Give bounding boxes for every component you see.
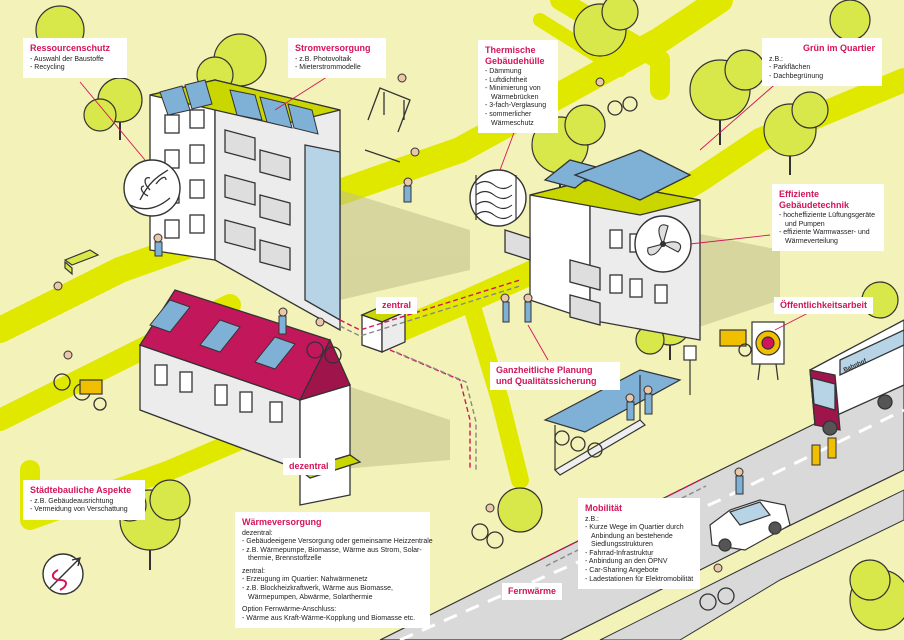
benches: [63, 249, 100, 276]
label-item: - sommerlicher: [485, 110, 532, 118]
label-fernwaerme: Fernwärme: [502, 583, 563, 600]
label-item: - Parkflächen: [769, 64, 811, 72]
leader-lines: [79, 74, 811, 361]
sidewalk: [599, 489, 904, 640]
label-item: - Ladestationen für Elektromobilität: [585, 575, 694, 583]
label-mobilitaet: Mobilität z.B.: - Kurze Wege im Quartier…: [578, 498, 700, 590]
label-item: - Wärme aus Kraft-Wärme-Kopplung und Bio…: [242, 614, 416, 622]
label-item: - Fahrrad-Infrastruktur: [585, 549, 654, 557]
label-subhead: dezentral:: [242, 529, 273, 537]
label-item: thermie, Brennstoffzelle: [248, 555, 322, 563]
label-item: - Erzeugung im Quartier: Nahwärmenetz: [242, 576, 368, 584]
bus-stop-sign: [683, 345, 697, 395]
label-thermische-title-2: Gebäudehülle: [485, 55, 545, 66]
row-houses: [139, 289, 362, 506]
label-ganzheitliche-title-2: und Qualitätssicherung: [496, 376, 597, 386]
label-intro: z.B.:: [585, 515, 600, 523]
label-item: Anbindung an bestehende: [591, 532, 673, 540]
label-zentral: zentral: [376, 297, 418, 314]
label-item: - Vermeidung von Verschattung: [30, 506, 128, 514]
people: [53, 73, 744, 573]
label-item: - z.B. Photovoltaik: [295, 55, 352, 63]
car: [709, 499, 791, 552]
label-item: - 3-fach-Verglasung: [485, 102, 547, 110]
label-effiziente-gebaeudetechnik: Effiziente Gebäudetechnik - hocheffizien…: [772, 184, 884, 252]
cargo-bike: [79, 379, 107, 411]
playground: [364, 87, 411, 163]
label-item: Wärmebrücken: [491, 93, 539, 101]
detail-circle-insulation: [469, 169, 527, 227]
label-item: - Anbindung an den ÖPNV: [585, 558, 668, 566]
label-staedtebau-title: Städtebauliche Aspekte: [30, 485, 132, 495]
trees: [35, 0, 904, 631]
label-item: - Mieterstrommodelle: [295, 64, 361, 72]
cyclists: [53, 96, 735, 611]
label-subhead: Option Fernwärme-Anschluss:: [242, 606, 337, 614]
label-stromversorgung-title: Stromversorgung: [295, 43, 371, 53]
label-ganzheitliche-title-1: Ganzheitliche Planung: [496, 365, 593, 375]
people-bodies: [154, 185, 744, 495]
label-item: und Pumpen: [785, 220, 825, 228]
label-item: Wärmeverteilung: [785, 237, 838, 245]
label-ressourcenschutz: Ressourcenschutz - Auswahl der Baustoffe…: [23, 38, 127, 78]
label-item: - hocheffiziente Lüftungsgeräte: [779, 212, 875, 219]
label-waermeversorgung: Wärmeversorgung dezentral: - Gebäudeeige…: [235, 512, 433, 629]
label-gruen-im-quartier: Grün im Quartier z.B.: - Parkflächen - D…: [762, 38, 882, 87]
label-waerme-title: Wärmeversorgung: [242, 517, 322, 527]
solar-panels-row: [149, 299, 296, 370]
label-intro: z.B.:: [769, 55, 784, 63]
label-item: - effiziente Warmwasser- und: [779, 229, 870, 237]
label-item: - Kurze Wege im Quartier durch: [585, 524, 684, 532]
label-effiziente-title-1: Effiziente: [779, 189, 820, 199]
label-item: Wärmepumpen, Abwärme, Solarthermie: [248, 593, 373, 601]
label-thermische-title-1: Thermische: [485, 45, 536, 55]
label-subhead: zentral:: [242, 567, 265, 575]
label-stromversorgung: Stromversorgung - z.B. Photovoltaik - Mi…: [288, 38, 386, 78]
building-shadows: [330, 190, 780, 470]
cargo-bike-right: [719, 329, 752, 357]
label-gruen-title: Grün im Quartier: [802, 43, 875, 53]
label-mobilitaet-title: Mobilität: [585, 503, 622, 513]
label-item: - z.B. Wärmepumpe, Biomasse, Wärme aus S…: [242, 546, 422, 554]
label-item: - z.B. Blockheizkraftwerk, Wärme aus Bio…: [242, 585, 393, 593]
label-dezentral: dezentral: [283, 458, 335, 475]
label-item: - Minimierung von: [485, 85, 541, 93]
detail-circle-fan: [634, 215, 692, 273]
label-item: - Auswahl der Baustoffe: [30, 55, 104, 63]
bike-shelter: [543, 369, 682, 476]
bus: [809, 319, 904, 436]
compass: [42, 553, 84, 595]
label-item: - Dachbegrünung: [769, 72, 824, 80]
label-item: - Car-Sharing Angebote: [585, 567, 659, 575]
label-ganzheitliche-planung: Ganzheitliche Planung und Qualitätssiche…: [490, 362, 620, 390]
charging-stations: [811, 437, 837, 466]
solar-panels-left: [159, 79, 319, 135]
label-oeffentlichkeitsarbeit: Öffentlichkeitsarbeit: [774, 297, 874, 314]
label-staedtebauliche-aspekte: Städtebauliche Aspekte - z.B. Gebäudeaus…: [23, 480, 145, 520]
label-thermische-gebaeudehuelle: Thermische Gebäudehülle - Dämmung - Luft…: [478, 40, 558, 134]
label-item: Siedlungsstrukturen: [591, 541, 653, 549]
label-item: - Gebäudeeigene Versorgung oder gemeinsa…: [242, 538, 433, 546]
label-ressourcenschutz-title: Ressourcenschutz: [30, 43, 111, 53]
label-item: - Recycling: [30, 64, 65, 72]
label-effiziente-title-2: Gebäudetechnik: [779, 199, 850, 210]
detail-circle-leaf: [123, 159, 181, 217]
label-item: - Luftdichtheit: [485, 76, 528, 84]
outreach-sign: [751, 321, 785, 381]
label-item: - z.B. Gebäudeausrichtung: [30, 497, 114, 505]
label-item: - Dämmung: [485, 68, 522, 75]
label-item: Wärmeschutz: [491, 119, 534, 127]
